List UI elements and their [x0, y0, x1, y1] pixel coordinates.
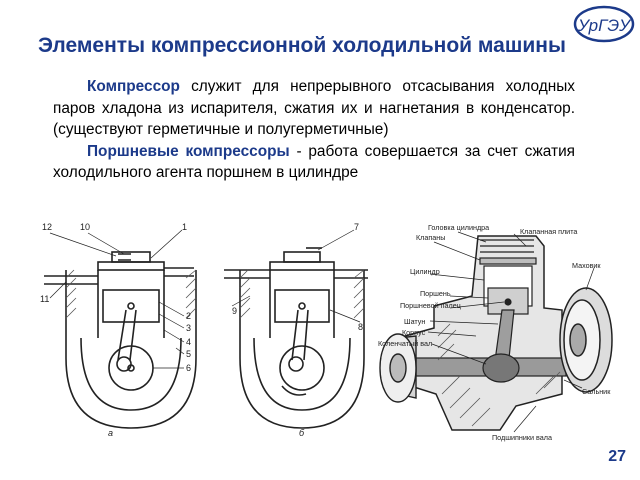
- label-valves: Клапаны: [416, 233, 445, 242]
- label-shaft-seal: Сальник: [582, 387, 611, 396]
- label-connecting-rod: Шатун: [404, 317, 425, 326]
- label-housing: Корпус: [402, 328, 426, 337]
- compressor-diagram-a: 12 10 1 2 3 4 5 6 11 а: [40, 222, 197, 438]
- caption-a: а: [108, 428, 113, 438]
- label-6: 6: [186, 363, 191, 373]
- label-9: 9: [232, 306, 237, 316]
- label-4: 4: [186, 337, 191, 347]
- logo-text: УрГЭУ: [577, 16, 632, 35]
- paragraph-piston-compressors: Поршневые компрессоры - работа совершает…: [53, 141, 575, 184]
- term-compressor: Компрессор: [87, 78, 180, 95]
- label-shaft-bearings: Подшипники вала: [492, 433, 552, 442]
- label-10: 10: [80, 222, 90, 232]
- label-cylinder-head: Головка цилиндра: [428, 223, 489, 232]
- label-2: 2: [186, 311, 191, 321]
- label-5: 5: [186, 349, 191, 359]
- label-valve-plate: Клапанная плита: [520, 227, 577, 236]
- label-crankshaft: Коленчатый вал: [378, 339, 432, 348]
- compressor-diagram-b: 7 8 9 б: [224, 222, 368, 438]
- label-3: 3: [186, 323, 191, 333]
- label-piston: Поршень: [420, 289, 451, 298]
- label-cylinder: Цилиндр: [410, 267, 440, 276]
- label-7: 7: [354, 222, 359, 232]
- label-8: 8: [358, 322, 363, 332]
- compressor-description: служит для непрерывного отсасывания холо…: [53, 78, 575, 138]
- piston-compressors-description: - работа совершается за счет сжатия холо…: [53, 142, 575, 182]
- caption-b: б: [299, 428, 305, 438]
- body-text: Компрессор служит для непрерывного отсас…: [53, 76, 575, 184]
- label-11: 11: [40, 294, 49, 304]
- page-number: 27: [608, 448, 626, 465]
- paragraph-compressor: Компрессор служит для непрерывного отсас…: [53, 76, 575, 141]
- label-piston-pin: Поршневой палец: [400, 301, 461, 310]
- compressor-cutaway-diagram: Головка цилиндра Клапаны Клапанная плита…: [378, 223, 613, 442]
- university-logo: УрГЭУ: [573, 5, 635, 43]
- label-12: 12: [42, 222, 52, 232]
- label-flywheel: Маховик: [572, 261, 601, 270]
- label-1: 1: [182, 222, 187, 232]
- page-title: Элементы компрессионной холодильной маши…: [38, 34, 566, 57]
- term-piston-compressors: Поршневые компрессоры: [87, 142, 290, 160]
